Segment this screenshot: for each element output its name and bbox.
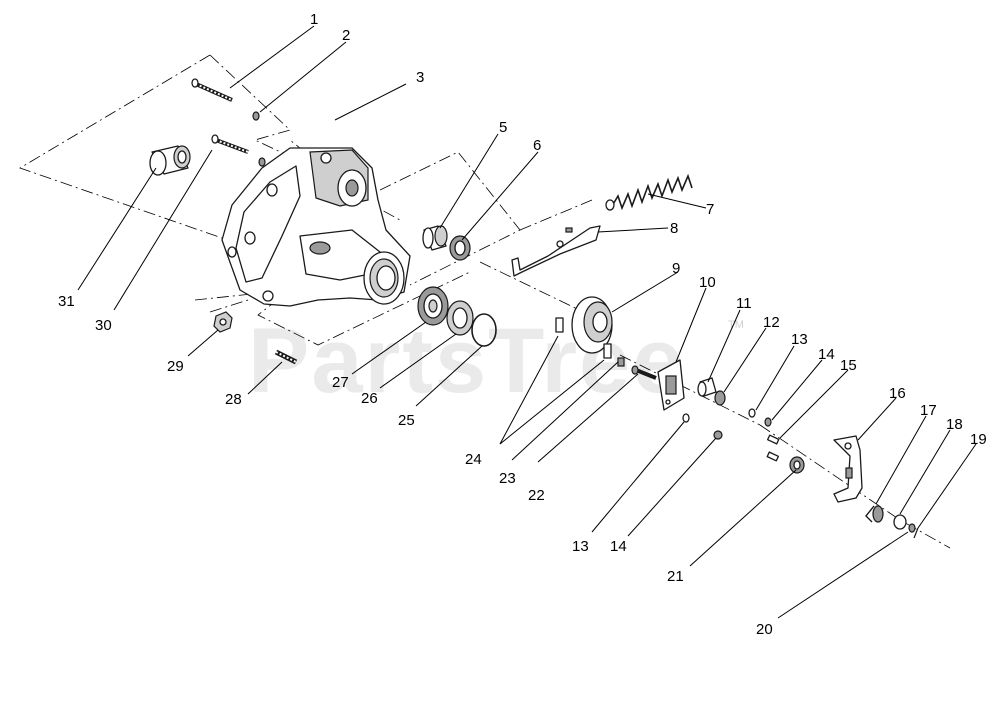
part-pin: [697, 377, 717, 397]
callout-27: 27: [332, 374, 349, 391]
callout-23: 23: [499, 470, 516, 487]
callout-19: 19: [970, 431, 987, 448]
leader-lines: [77, 25, 977, 619]
part-bracket-plate: [511, 225, 601, 277]
callout-24: 24: [465, 451, 482, 468]
part-key-b: [603, 343, 612, 359]
part-bearing: [446, 300, 474, 336]
part-screw-short: [211, 134, 266, 167]
callout-numbers: 1 2 3 5 6 7 8 9 10 11 12 13 14 15 16 17 …: [58, 11, 987, 638]
part-washer-d: [682, 413, 690, 423]
part-small-key: [617, 357, 625, 367]
part-bearing-large: [417, 286, 449, 326]
callout-26: 26: [361, 390, 378, 407]
part-spring-stack: [872, 505, 919, 539]
watermark-trademark: TM: [728, 319, 744, 331]
callout-18: 18: [946, 416, 963, 433]
callout-1: 1: [310, 11, 318, 28]
part-clip: [865, 505, 875, 523]
part-bushing: [149, 145, 191, 176]
callout-28: 28: [225, 391, 242, 408]
callout-6: 6: [533, 137, 541, 154]
callout-25: 25: [398, 412, 415, 429]
callout-11: 11: [736, 295, 752, 312]
part-seal: [449, 235, 471, 261]
assembly-guide-lines: [19, 54, 951, 549]
part-disc: [571, 296, 613, 354]
callout-15: 15: [840, 357, 857, 374]
part-small-spring: [789, 456, 805, 474]
callout-14: 14: [818, 346, 835, 363]
callout-30: 30: [95, 317, 112, 334]
part-screw-long: [191, 78, 233, 102]
callout-17: 17: [920, 402, 937, 419]
part-washer: [252, 111, 260, 121]
callout-16: 16: [889, 385, 906, 402]
callout-2: 2: [342, 27, 350, 44]
callout-12: 12: [763, 314, 780, 331]
callout-9: 9: [672, 260, 680, 277]
part-pin-c: [766, 451, 780, 462]
callout-5: 5: [499, 119, 507, 136]
callout-8: 8: [670, 220, 678, 237]
part-key-a: [555, 317, 564, 333]
part-pin-b: [766, 434, 780, 445]
part-hex-nut: [213, 311, 233, 333]
callout-10: 10: [699, 274, 716, 291]
part-needle-bearing: [422, 225, 448, 251]
callout-29: 29: [167, 358, 184, 375]
part-washer-b: [714, 390, 726, 406]
gear-case-housing: [221, 147, 411, 307]
part-set-screw: [274, 349, 298, 365]
part-lever-plate: [657, 359, 685, 411]
callout-13-lower: 13: [572, 538, 589, 555]
part-washer-c: [748, 408, 756, 418]
callout-7: 7: [706, 201, 714, 218]
part-bolt: [631, 365, 657, 380]
callout-22: 22: [528, 487, 545, 504]
part-lever-arm: [833, 435, 863, 503]
callout-20: 20: [756, 621, 773, 638]
callout-31: 31: [58, 293, 75, 310]
part-nut-b: [713, 430, 723, 440]
callout-14-lower: 14: [610, 538, 627, 555]
callout-13: 13: [791, 331, 808, 348]
part-retaining-ring: [471, 313, 497, 347]
part-spring: [605, 173, 693, 211]
part-nut: [764, 417, 772, 427]
callout-3: 3: [416, 69, 424, 86]
callout-21: 21: [667, 568, 684, 585]
